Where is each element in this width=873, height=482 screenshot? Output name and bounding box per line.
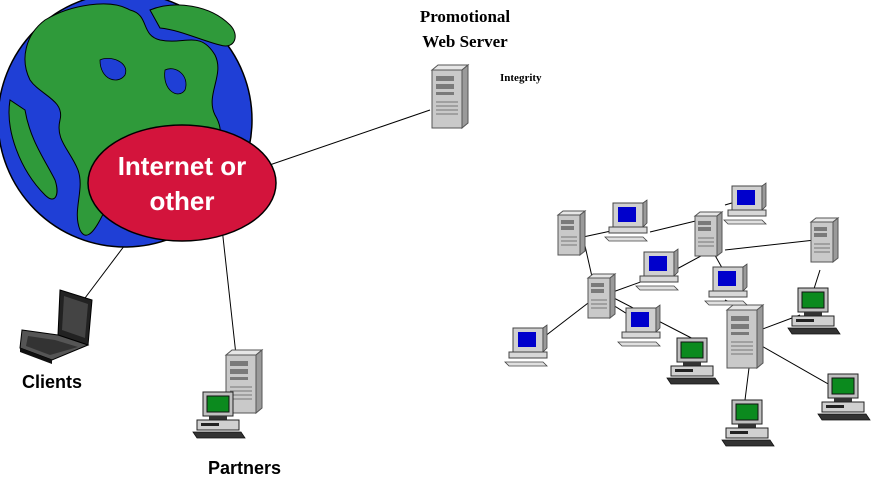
server-icon <box>587 273 616 319</box>
cloud-label-line1: Internet or <box>118 151 247 181</box>
desktop-icon <box>617 304 661 347</box>
server-title-line1: Promotional <box>420 7 511 26</box>
workstation-icon <box>787 287 841 335</box>
internet-cloud: Internet or other <box>87 124 277 242</box>
workstation-icon <box>817 373 871 421</box>
cloud-label-line2: other <box>150 186 215 216</box>
partners-workstation <box>192 349 263 439</box>
server-title-line2: Web Server <box>422 32 508 51</box>
desktop-icon <box>504 324 548 367</box>
link-net <box>539 299 593 341</box>
desktop-icon <box>704 263 748 306</box>
server-tag: Integrity <box>500 72 542 84</box>
link-cloud-server <box>254 109 431 171</box>
server-icon <box>810 217 839 263</box>
desktop-icon <box>604 199 648 242</box>
web-server: Promotional Web Server Integrity <box>420 7 542 129</box>
workstation-icon <box>666 337 720 385</box>
desktop-icon <box>635 248 679 291</box>
workstation-icon <box>721 399 775 447</box>
server-icon <box>557 210 586 256</box>
server-icon <box>726 304 764 369</box>
link-net <box>724 239 816 251</box>
laptop-icon <box>19 289 93 364</box>
clients-label: Clients <box>22 372 82 392</box>
link-net <box>759 344 831 386</box>
partners-label: Partners <box>208 458 281 478</box>
link-cloud-partners <box>221 227 237 356</box>
server-icon <box>694 211 723 257</box>
server-icon <box>431 64 469 129</box>
